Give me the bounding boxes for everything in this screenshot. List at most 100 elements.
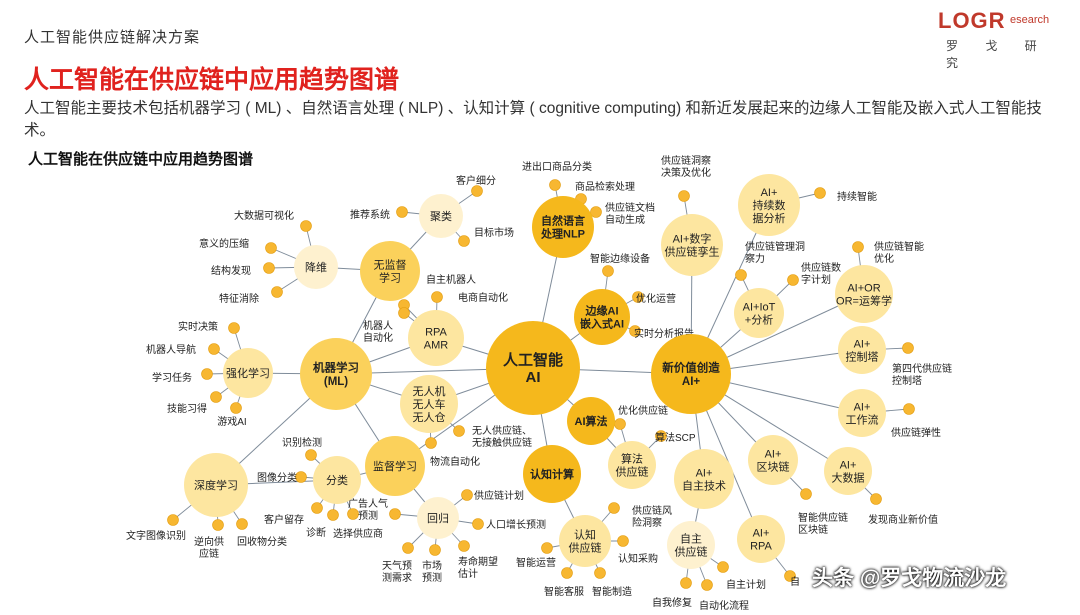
node-label-line: 嵌入式AI	[580, 316, 624, 330]
page-title: 人工智能在供应链中应用趋势图谱	[24, 66, 400, 94]
node-label: AI算法	[575, 414, 608, 428]
leaf-label: 供应链数字计划	[801, 261, 841, 286]
leaf-dot	[300, 220, 312, 232]
leaf-label-line: 寿命期望	[458, 555, 498, 568]
leaf-dot	[678, 190, 690, 202]
leaf-label-line: 回收物分类	[237, 535, 287, 548]
node-sup: 监督学习	[365, 436, 425, 496]
node-label: 认知计算	[530, 467, 574, 481]
node-label: 分类	[326, 473, 348, 487]
node-circle	[661, 214, 723, 276]
node-circle	[313, 456, 361, 504]
leaf-label-line: 无人供应链、	[472, 424, 532, 437]
leaf-dot	[230, 402, 242, 414]
node-circle	[419, 194, 463, 238]
node-label-line: 供应链孪生	[665, 244, 720, 258]
leaf-label: 供应链洞察决策及优化	[661, 154, 711, 179]
node-label: 自然语言处理NLP	[540, 213, 585, 240]
leaf-label-line: 区块链	[798, 523, 828, 536]
node-label-line: AMR	[424, 339, 449, 351]
leaf-label-line: 技能习得	[167, 402, 207, 415]
node-label: 自主供应链	[675, 532, 708, 558]
leaf-label: 人口增长预测	[486, 518, 546, 531]
leaf-label-line: 优化	[874, 252, 894, 265]
leaf-label-line: 实时决策	[178, 320, 218, 333]
logo-wordmark: LOGR	[938, 8, 1006, 33]
leaf-label-line: 字计划	[801, 273, 831, 286]
node-circle	[651, 334, 731, 414]
node-airpa: AI+RPA	[737, 515, 785, 563]
leaf-dot	[402, 542, 414, 554]
node-label-line: AI+	[765, 448, 782, 460]
node-label-line: 自然语言	[541, 213, 585, 227]
leaf-label-line: 商品检索处理	[575, 180, 635, 193]
node-label-line: AI+	[682, 376, 701, 388]
node-algosc: 算法供应链	[608, 441, 656, 489]
leaf-label-line: 天气预	[382, 559, 412, 572]
leaf-dot	[701, 579, 713, 591]
node-label-line: AI+	[840, 459, 857, 471]
leaf-label: 自主计划	[726, 578, 766, 591]
leaf-label-line: 认知采购	[618, 552, 658, 565]
leaf-dot	[461, 489, 473, 501]
node-circle	[824, 447, 872, 495]
node-label-line: AI+	[696, 467, 713, 479]
leaf-dot	[431, 291, 443, 303]
leaf-dot	[814, 187, 826, 199]
leaf-label: 回收物分类	[237, 535, 287, 548]
node-cog: 认知计算	[523, 445, 581, 503]
leaf-dot	[632, 291, 644, 303]
leaf-label-line: 自动生成	[605, 213, 645, 226]
leaf-dot	[425, 437, 437, 449]
leaf-label-line: 供应链洞察	[661, 154, 711, 167]
node-label-line: RPA	[425, 326, 447, 338]
leaf-dot	[271, 286, 283, 298]
leaf-dot	[208, 343, 220, 355]
node-label-line: 自主技术	[682, 479, 726, 492]
leaf-label: 客户细分	[456, 174, 496, 187]
leaf-label-line: 控制塔	[892, 374, 922, 387]
leaf-dot	[608, 502, 620, 514]
node-label: AI+RPA	[750, 527, 772, 552]
leaf-label-line: 自主机器人	[426, 273, 476, 286]
node-circle	[223, 348, 273, 398]
leaf-dot	[212, 519, 224, 531]
node-auto: AI+自主技术	[674, 449, 734, 509]
leaf-label-line: 进出口商品分类	[522, 160, 592, 173]
node-classify: 分类	[313, 456, 361, 504]
node-label-line: 自主	[680, 532, 702, 545]
leaf-label-line: 智能运营	[516, 556, 556, 569]
node-label-line: 边缘AI	[585, 303, 619, 317]
leaf-label: 自我修复	[652, 596, 692, 609]
leaf-label-line: 智能客服	[544, 585, 584, 598]
node-label-line: 监督学习	[373, 459, 417, 473]
leaf-dot	[787, 274, 799, 286]
leaf-label-line: 预测	[358, 509, 378, 522]
node-label-line: (ML)	[324, 376, 348, 388]
leaf-dot	[210, 391, 222, 403]
leaf-dot	[295, 471, 307, 483]
node-label-line: 无人机	[413, 384, 446, 398]
leaf-label-line: 人口增长预测	[486, 518, 546, 531]
leaf-label-line: 估计	[458, 567, 478, 580]
leaf-dot	[458, 235, 470, 247]
leaf-label: 特征消除	[219, 292, 259, 305]
leaf-label: 自主机器人	[426, 273, 476, 286]
leaf-label: 进出口商品分类	[522, 160, 592, 173]
leaf-dot	[655, 430, 667, 442]
leaf-label-line: 第四代供应链	[892, 362, 952, 375]
leaf-label: 自动化流程	[699, 599, 749, 612]
leaf-dot	[784, 570, 796, 582]
leaf-label-line: 测需求	[382, 571, 412, 584]
leaf-label: 图像分类	[257, 471, 297, 484]
section-header: 人工智能供应链解决方案	[24, 29, 201, 46]
node-label: 聚类	[430, 209, 452, 223]
leaf-label: 自	[790, 575, 800, 588]
node-label-line: RPA	[750, 540, 772, 552]
leaf-dot	[680, 577, 692, 589]
leaf-label: 大数据可视化	[234, 209, 294, 222]
